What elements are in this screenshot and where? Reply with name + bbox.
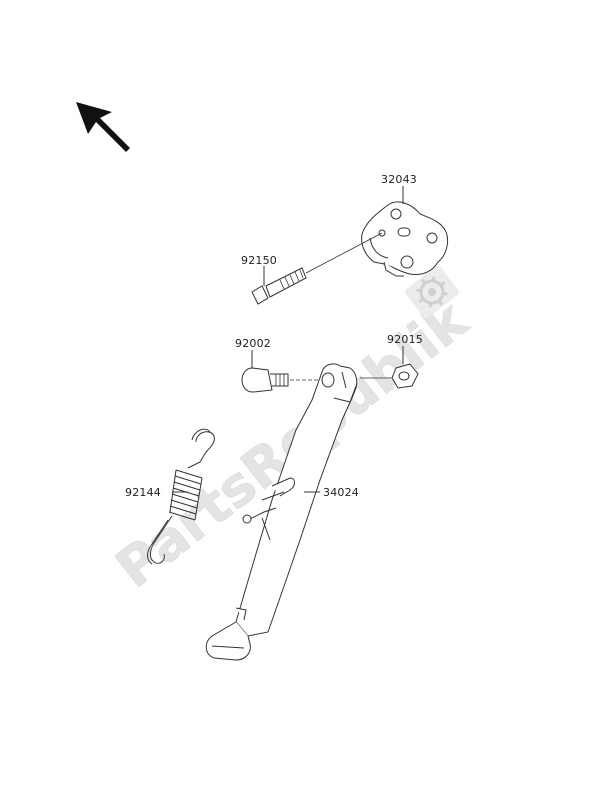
part-label-92144[interactable]: 92144	[125, 486, 161, 499]
bracket-32043[interactable]	[361, 201, 449, 277]
assembly-line-bolt-bracket	[305, 232, 383, 274]
spring-92144[interactable]	[147, 428, 215, 565]
part-label-92002[interactable]: 92002	[235, 337, 271, 350]
part-label-34024[interactable]: 34024	[323, 486, 359, 499]
side-stand-34024[interactable]	[205, 363, 358, 661]
watermark-gear-icon	[405, 265, 459, 319]
direction-arrow-icon	[76, 102, 130, 152]
part-label-92015[interactable]: 92015	[387, 333, 423, 346]
part-label-32043[interactable]: 32043	[381, 173, 417, 186]
part-label-92150[interactable]: 92150	[241, 254, 277, 267]
pivot-bolt-92002[interactable]	[241, 367, 289, 393]
bolt-92150[interactable]	[251, 267, 307, 305]
